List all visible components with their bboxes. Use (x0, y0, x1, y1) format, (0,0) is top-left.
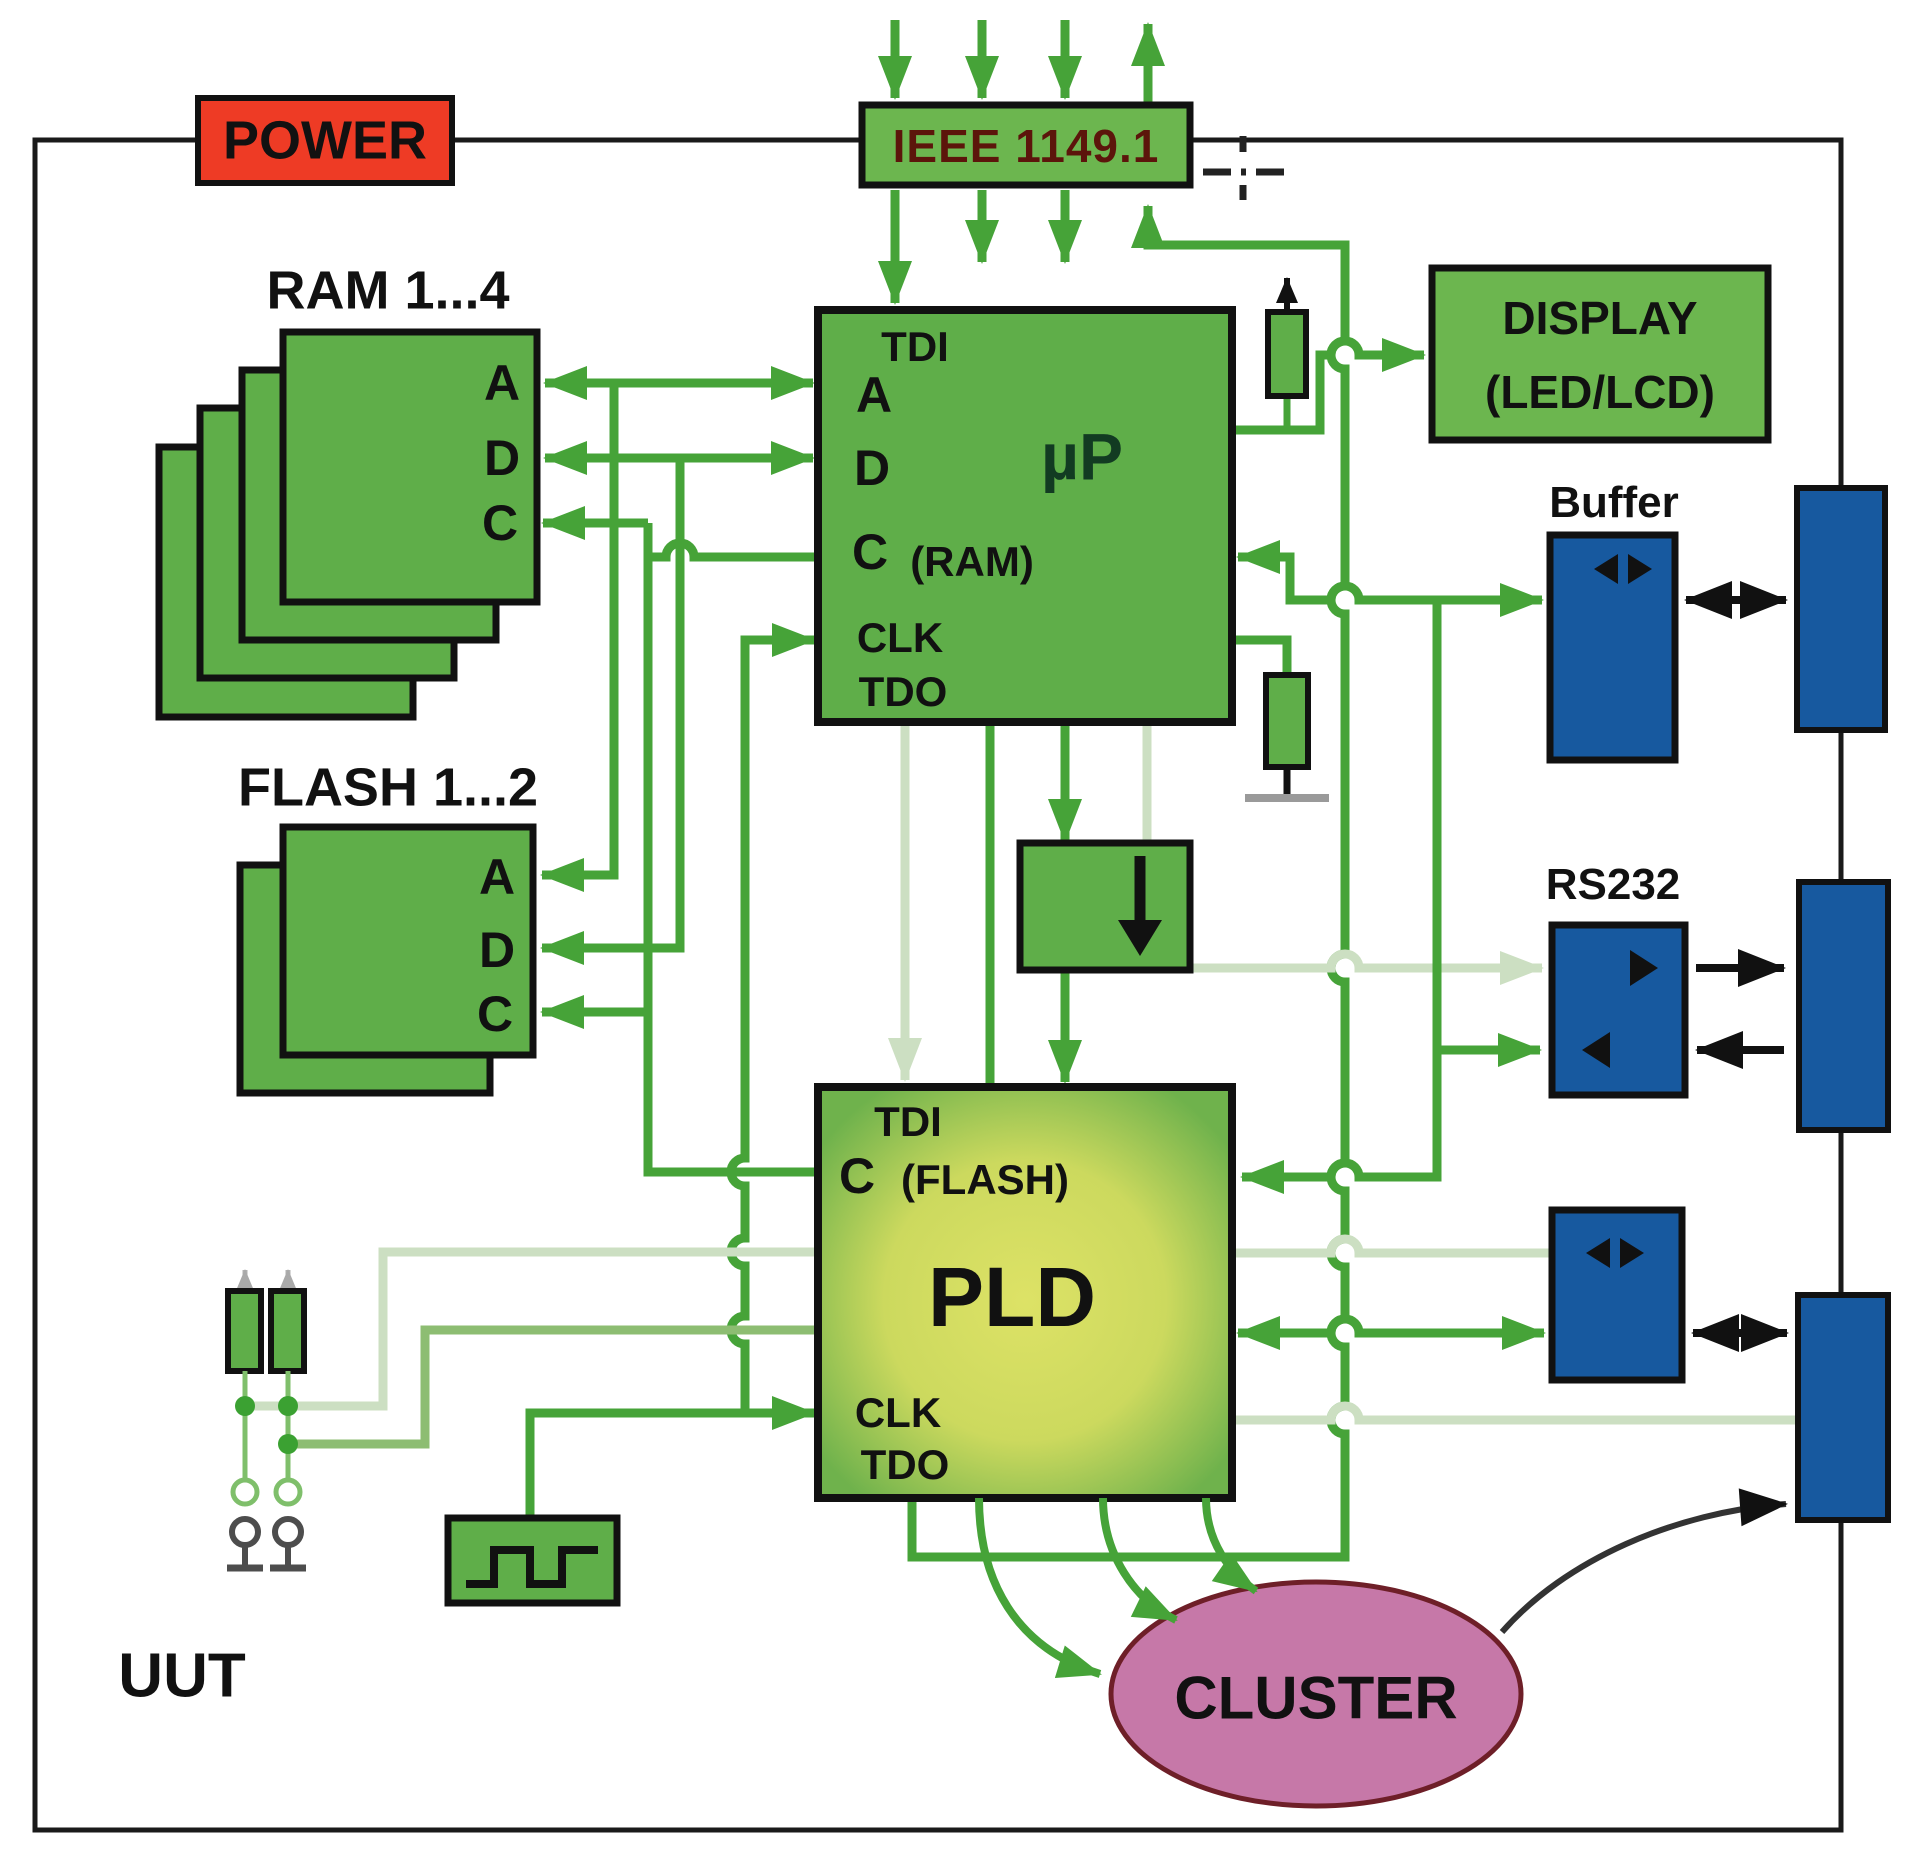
pullup-component (1265, 277, 1309, 399)
pullup-body (1265, 309, 1309, 399)
wire-layer (245, 20, 1795, 1562)
latch-box (1016, 839, 1194, 974)
pulldown-body (1263, 672, 1311, 770)
rx-arrow-icon (1582, 1032, 1610, 1068)
net-node-dot (278, 1434, 298, 1454)
pld-box (814, 1083, 1236, 1502)
transceiver-box (1548, 1206, 1686, 1384)
net-node-dot (235, 1396, 255, 1416)
flash-address-bus (540, 383, 619, 892)
probe-resistor-2 (268, 1288, 307, 1374)
buffer-box (1546, 531, 1679, 764)
clock-box (444, 1514, 621, 1607)
left-right-icon (1594, 554, 1618, 584)
test-pin-icon (272, 1516, 304, 1548)
tx-arrow-icon (1630, 950, 1658, 986)
edge-connector-3 (1795, 1292, 1891, 1523)
micro-buffer-bus (1236, 540, 1544, 617)
pulldown-component (1245, 672, 1329, 802)
rs232-box (1548, 921, 1689, 1099)
pld-cluster-arrow-2 (1099, 1497, 1178, 1624)
clock-line-to-pld (525, 1396, 816, 1518)
edge-connector-2 (1796, 879, 1891, 1133)
ram-stack (155, 328, 541, 721)
pld-xcvr-bus (1236, 1314, 1546, 1350)
power-box (195, 95, 455, 186)
flash-chip-1 (279, 823, 537, 1059)
test-pin-icon (229, 1516, 261, 1548)
left-right-icon (1620, 1238, 1644, 1268)
clock-waveform-icon (466, 1546, 598, 1588)
edge-connector-1 (1794, 485, 1888, 733)
latch-box-body (1016, 839, 1194, 974)
pulldown-stem (1232, 635, 1292, 673)
probe-line-pale (245, 1247, 816, 1411)
bus-into-pld-arrow (1240, 1050, 1442, 1194)
pld-cluster-arrow-3 (1202, 1497, 1259, 1595)
micro-to-display-line (1232, 336, 1426, 435)
display-box (1428, 264, 1772, 444)
probe-line-mid (288, 1325, 816, 1449)
down-arrow-icon-head (1118, 920, 1162, 956)
net-node-dot (278, 1396, 298, 1416)
uart-tx-to-rs232 (1147, 949, 1544, 985)
ieee-box (858, 101, 1194, 189)
test-point-group (225, 1269, 307, 1572)
control-bus-to-pld (643, 523, 816, 1177)
pld-cluster-curves (975, 1497, 1259, 1678)
open-node-circle (230, 1477, 260, 1507)
microprocessor-box (814, 306, 1236, 726)
transceiver-body (1548, 1206, 1686, 1384)
rs232-body (1548, 921, 1689, 1099)
left-right-icon (1628, 554, 1652, 584)
cluster-ellipse (1108, 1579, 1524, 1809)
crosshair-icon (1203, 136, 1284, 200)
open-node-circle (273, 1477, 303, 1507)
pld-connector-pale-line (1236, 1401, 1795, 1425)
flash-data-bus (540, 458, 685, 965)
ram-chip-1 (279, 328, 541, 606)
pld-cluster-arrow-1 (975, 1497, 1102, 1678)
pld-xcvr-pale-line (1236, 1234, 1549, 1258)
cluster-connector-curve (1499, 1488, 1788, 1634)
probe-resistor-1 (225, 1288, 264, 1374)
flash-stack (236, 823, 537, 1097)
left-right-icon (1586, 1238, 1610, 1268)
